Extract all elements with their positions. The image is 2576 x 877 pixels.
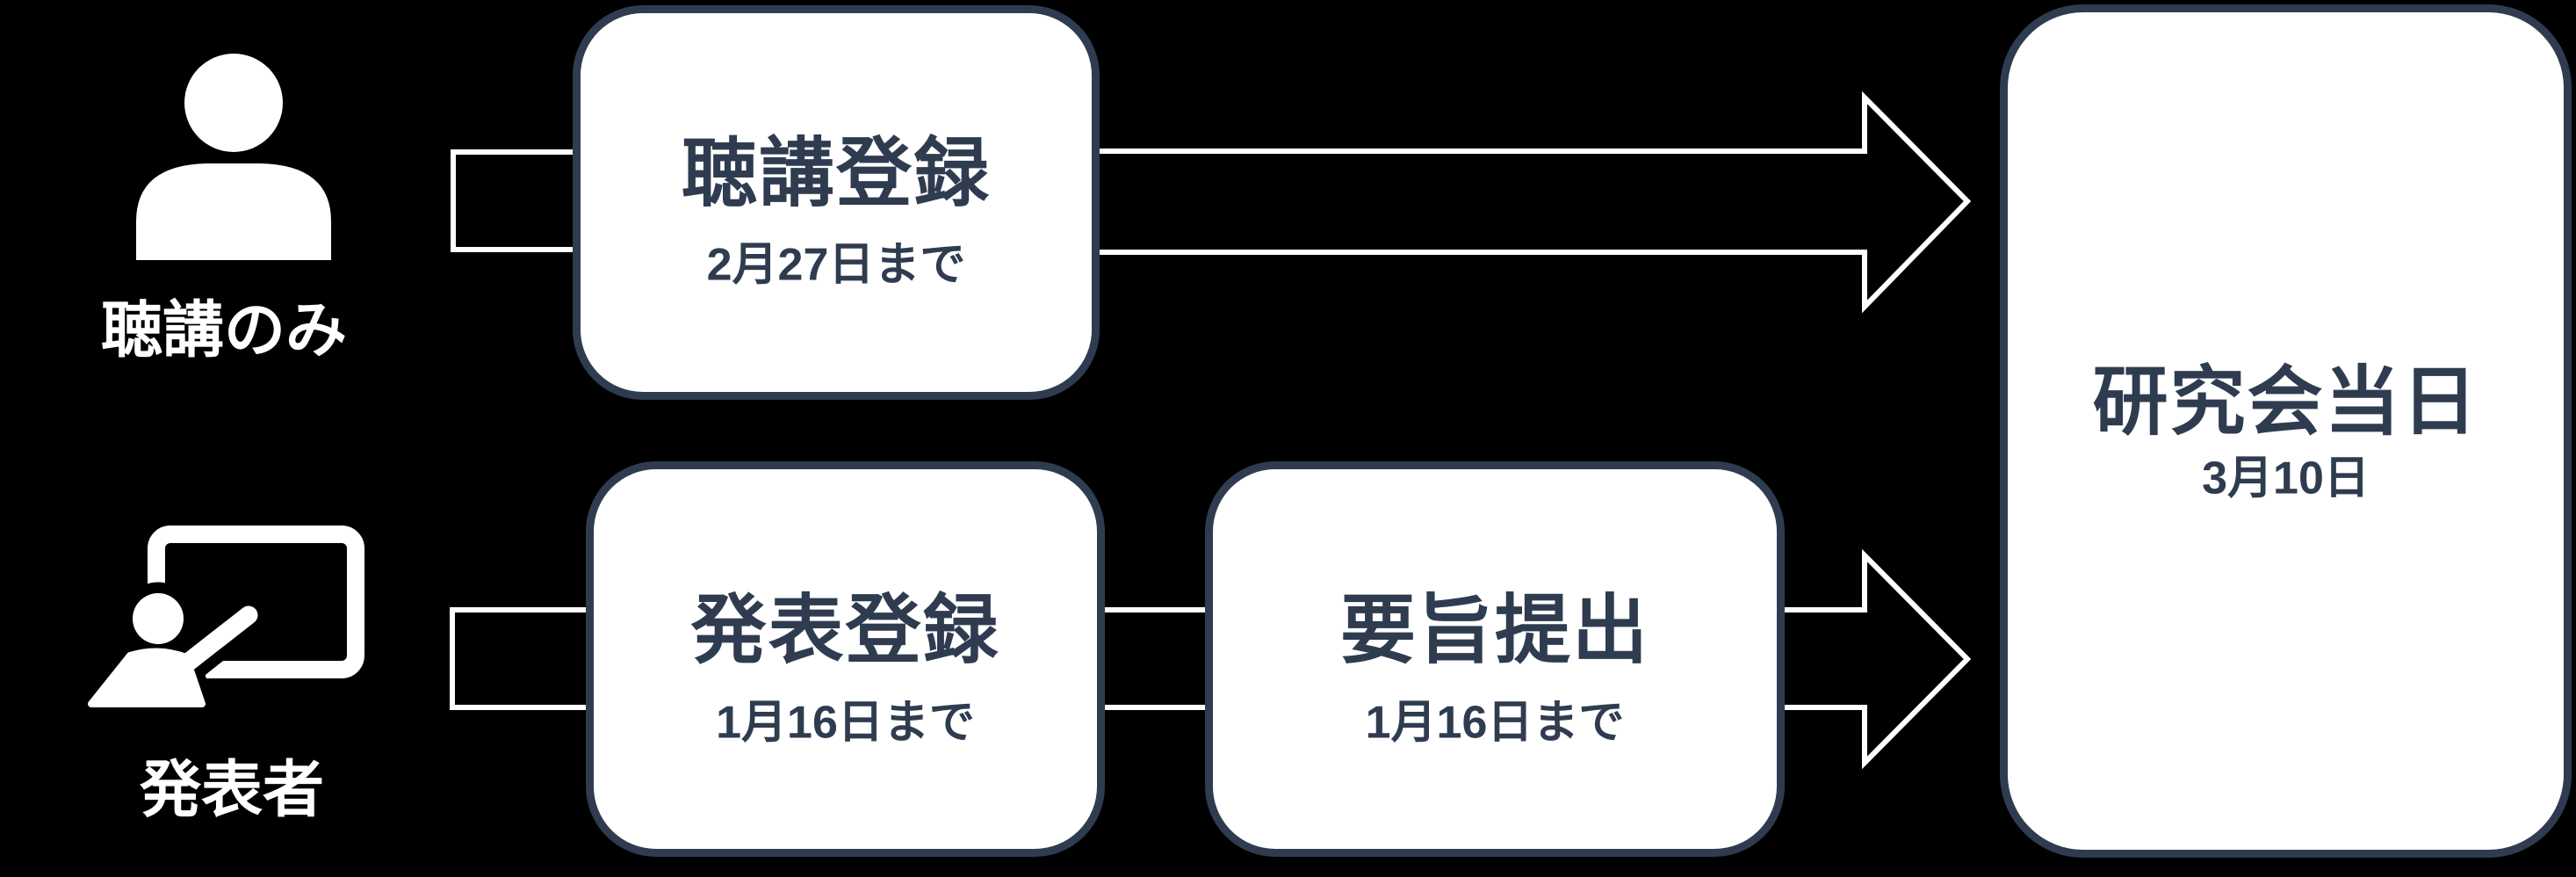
- step-date: 3月10日: [2202, 453, 2370, 504]
- step-box-event-day: 研究会当日 3月10日: [2000, 4, 2572, 858]
- person-icon: [136, 54, 331, 260]
- connector-audience-to-listen: [451, 149, 576, 252]
- step-deadline: 1月16日まで: [716, 697, 975, 749]
- step-title: 発表登録: [690, 588, 1000, 673]
- step-box-presentation-registration: 発表登録 1月16日まで: [586, 461, 1105, 857]
- step-deadline: 2月27日まで: [706, 239, 966, 291]
- lane-label-presenter: 発表者: [140, 755, 324, 824]
- step-box-listen-registration: 聴講登録 2月27日まで: [573, 5, 1100, 400]
- arrow-listen-to-event: [1100, 91, 1972, 314]
- arrow-abstract-to-event: [1783, 548, 1972, 770]
- step-deadline: 1月16日まで: [1365, 697, 1625, 749]
- step-title: 研究会当日: [2092, 359, 2479, 445]
- connector-presenter-to-present: [450, 607, 589, 710]
- step-title: 聴講登録: [682, 131, 991, 216]
- step-box-abstract-submission: 要旨提出 1月16日まで: [1205, 461, 1785, 857]
- lane-label-audience: 聴講のみ: [101, 295, 347, 365]
- presenter-icon: [76, 525, 364, 721]
- connector-present-to-abstract: [1103, 607, 1209, 710]
- step-title: 要旨提出: [1340, 588, 1649, 673]
